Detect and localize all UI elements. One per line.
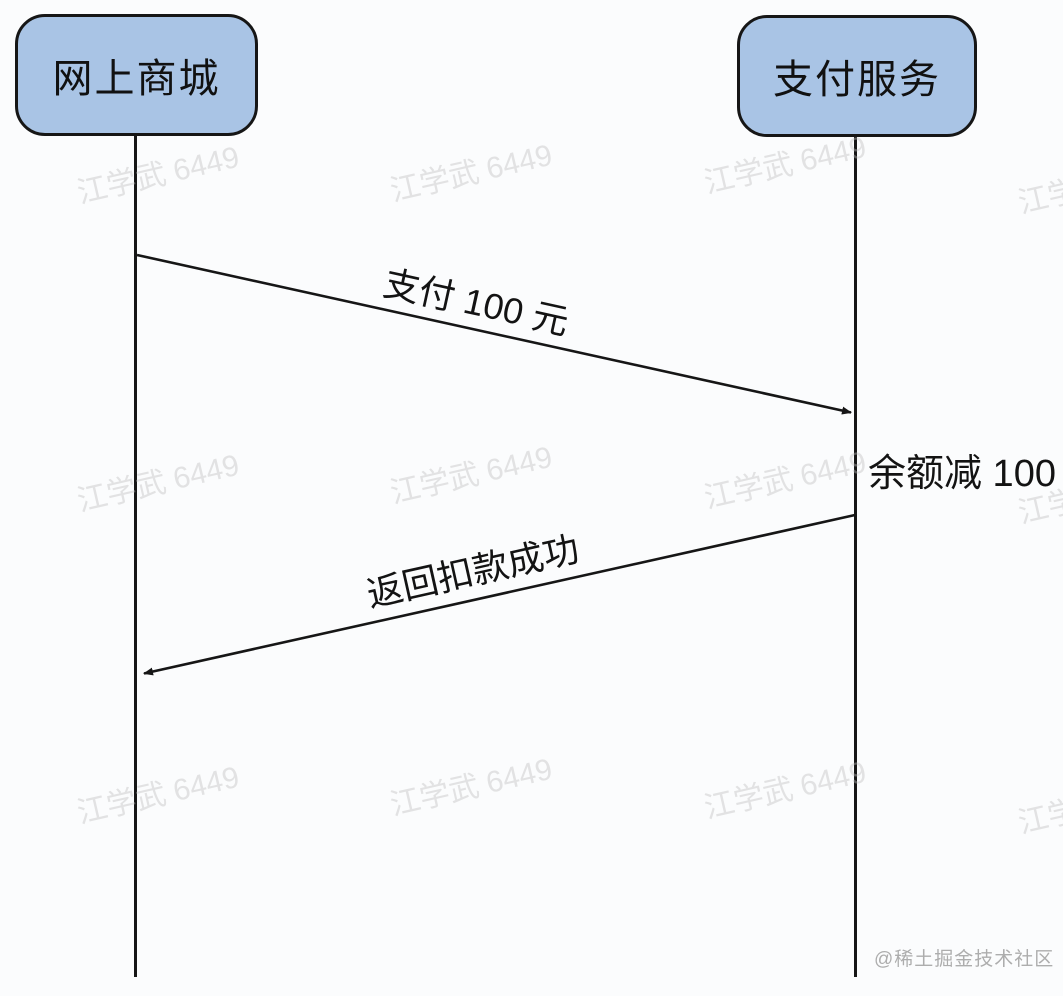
actor-label-online-mall: 网上商城 <box>52 57 221 101</box>
note-balance-decrease: 余额减 100 <box>868 453 1056 495</box>
actor-box-payment-service: 支付服务 <box>737 15 977 137</box>
community-credit: @稀土掘金技术社区 <box>874 949 1055 970</box>
message-arrow-pay <box>136 253 852 415</box>
message-arrow-return <box>143 513 856 676</box>
actor-box-online-mall: 网上商城 <box>15 14 258 136</box>
actor-label-payment-service: 支付服务 <box>773 58 941 102</box>
